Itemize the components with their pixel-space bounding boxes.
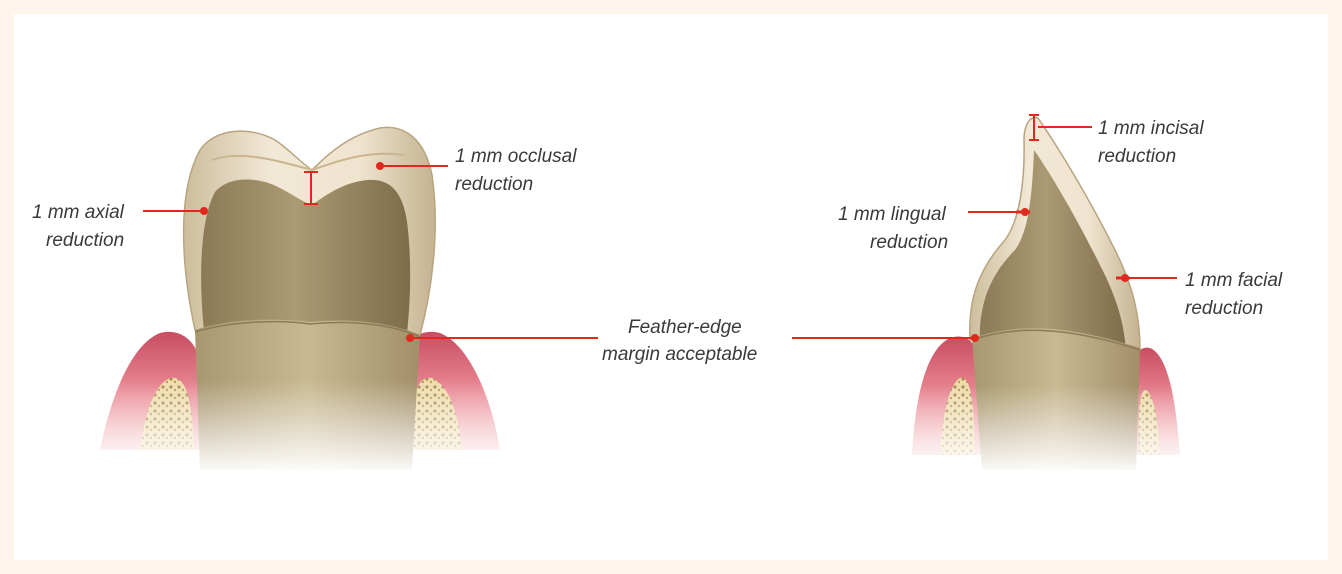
- label-facial-line2: reduction: [1185, 298, 1263, 319]
- label-occlusal-line2: reduction: [455, 174, 533, 195]
- label-occlusal-line1: 1 mm occlusal: [455, 146, 577, 167]
- incisor-illustration: [900, 117, 1190, 475]
- leader-margin-incisor-dot: [972, 335, 978, 341]
- label-axial-line1: 1 mm axial: [32, 202, 125, 223]
- leader-occlusal-dot: [377, 163, 383, 169]
- label-facial-line1: 1 mm facial: [1185, 270, 1283, 291]
- label-lingual-line1: 1 mm lingual: [838, 204, 946, 225]
- label-axial-line2: reduction: [46, 230, 124, 251]
- label-margin-line2: margin acceptable: [602, 344, 757, 365]
- leader-lingual-dot: [1022, 209, 1028, 215]
- leader-facial-dot: [1122, 275, 1128, 281]
- label-margin-line1: Feather-edge: [628, 317, 742, 338]
- label-incisal-line1: 1 mm incisal: [1098, 118, 1204, 139]
- leader-axial-dot: [201, 208, 207, 214]
- leader-margin-molar-dot: [407, 335, 413, 341]
- label-lingual-line2: reduction: [870, 232, 948, 253]
- label-incisal-line2: reduction: [1098, 146, 1176, 167]
